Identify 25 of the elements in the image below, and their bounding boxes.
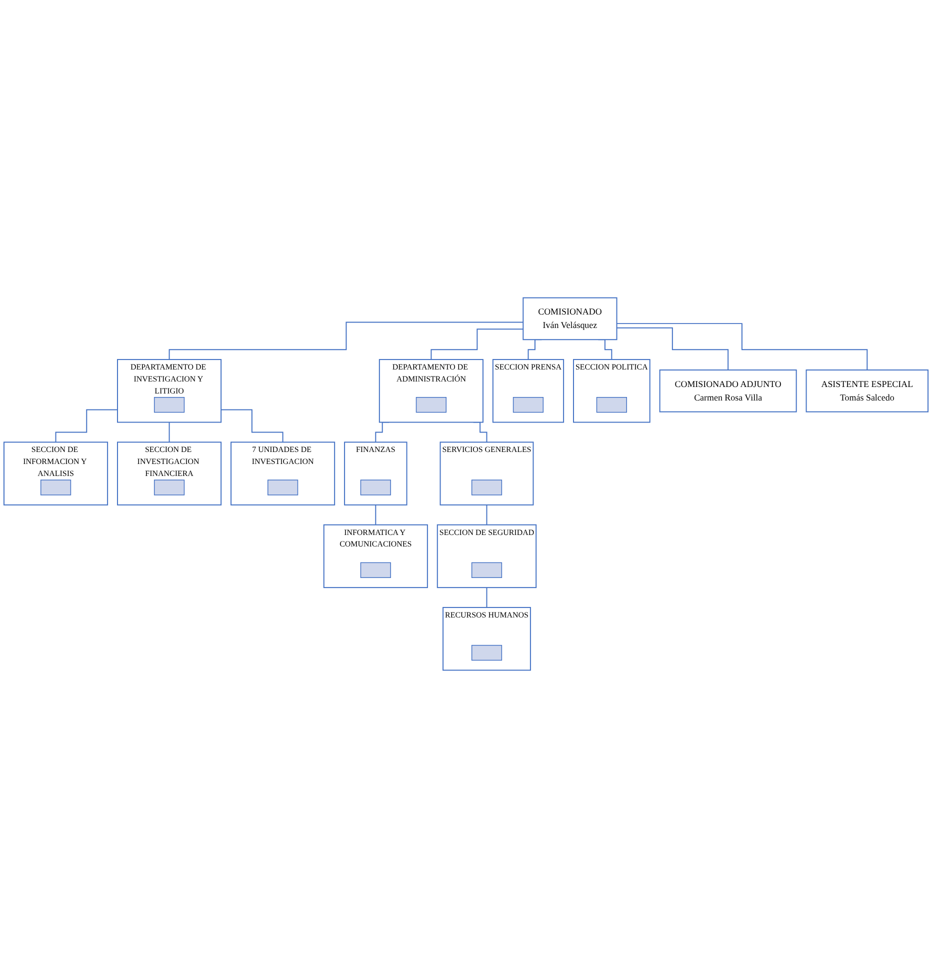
connector xyxy=(168,422,170,443)
node-bar xyxy=(471,480,502,496)
node-bar xyxy=(471,562,502,578)
connector xyxy=(168,322,524,360)
connector xyxy=(220,409,284,443)
node-bar xyxy=(416,397,447,413)
connector xyxy=(486,587,488,608)
node-bar xyxy=(360,480,391,496)
connector xyxy=(616,323,868,370)
node-bar xyxy=(154,397,185,413)
connector xyxy=(375,504,376,526)
connector xyxy=(616,327,729,370)
node-box: COMISIONADO ADJUNTO Carmen Rosa Villa xyxy=(659,369,797,412)
node-box: ASISTENTE ESPECIAL Tomás Salcedo xyxy=(806,369,929,412)
node-bar xyxy=(154,480,185,496)
node-bar xyxy=(40,480,72,496)
connector xyxy=(430,328,524,360)
node-bar xyxy=(596,397,627,413)
node-bar xyxy=(360,562,391,578)
connector xyxy=(55,409,118,443)
node-box: COMISIONADO Iván Velásquez xyxy=(522,297,618,340)
node-bar xyxy=(471,644,502,661)
connector xyxy=(486,504,488,526)
node-bar xyxy=(512,397,544,413)
node-bar xyxy=(268,480,298,496)
